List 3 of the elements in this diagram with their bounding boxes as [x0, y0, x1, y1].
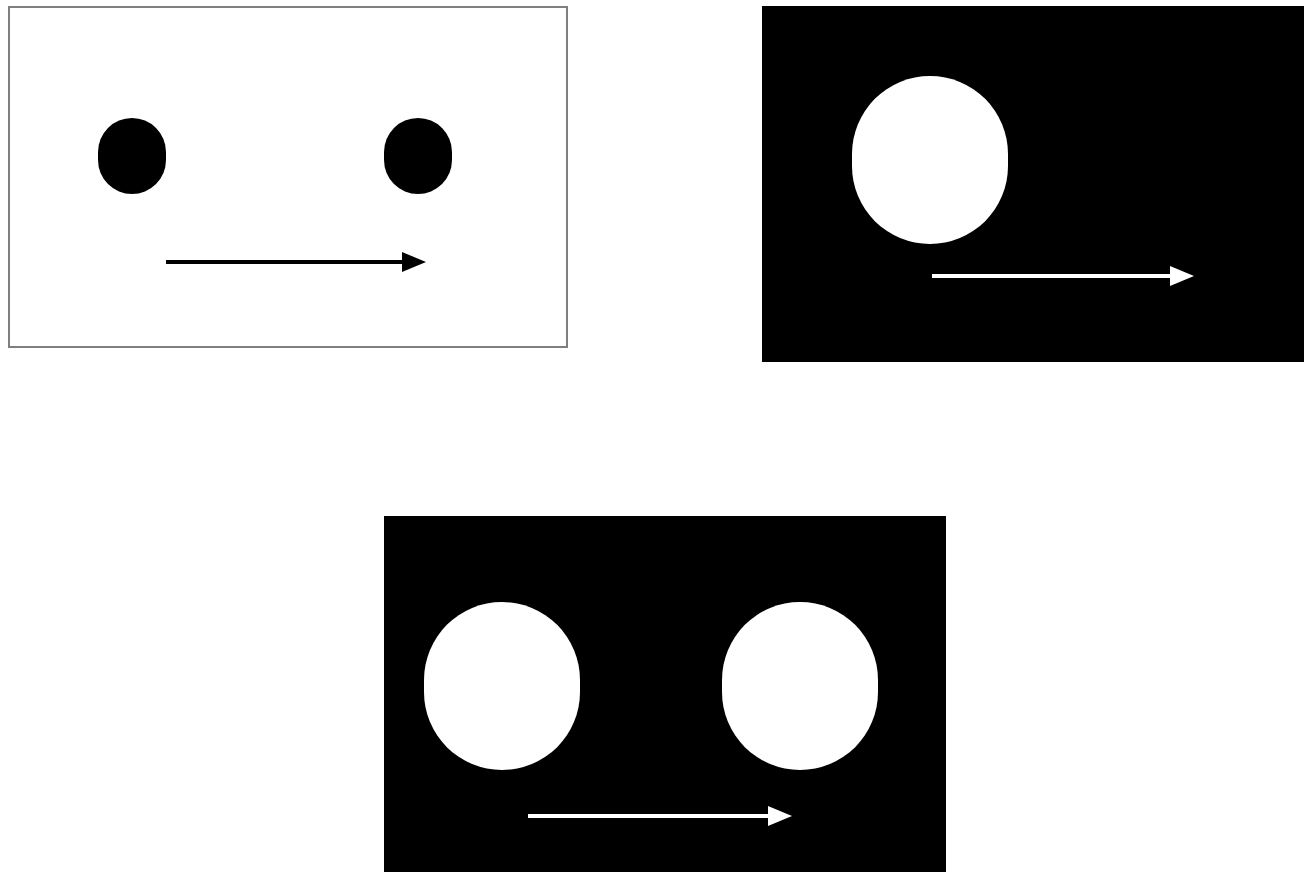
panel — [8, 6, 568, 348]
panel — [762, 6, 1304, 362]
panel — [384, 516, 946, 872]
